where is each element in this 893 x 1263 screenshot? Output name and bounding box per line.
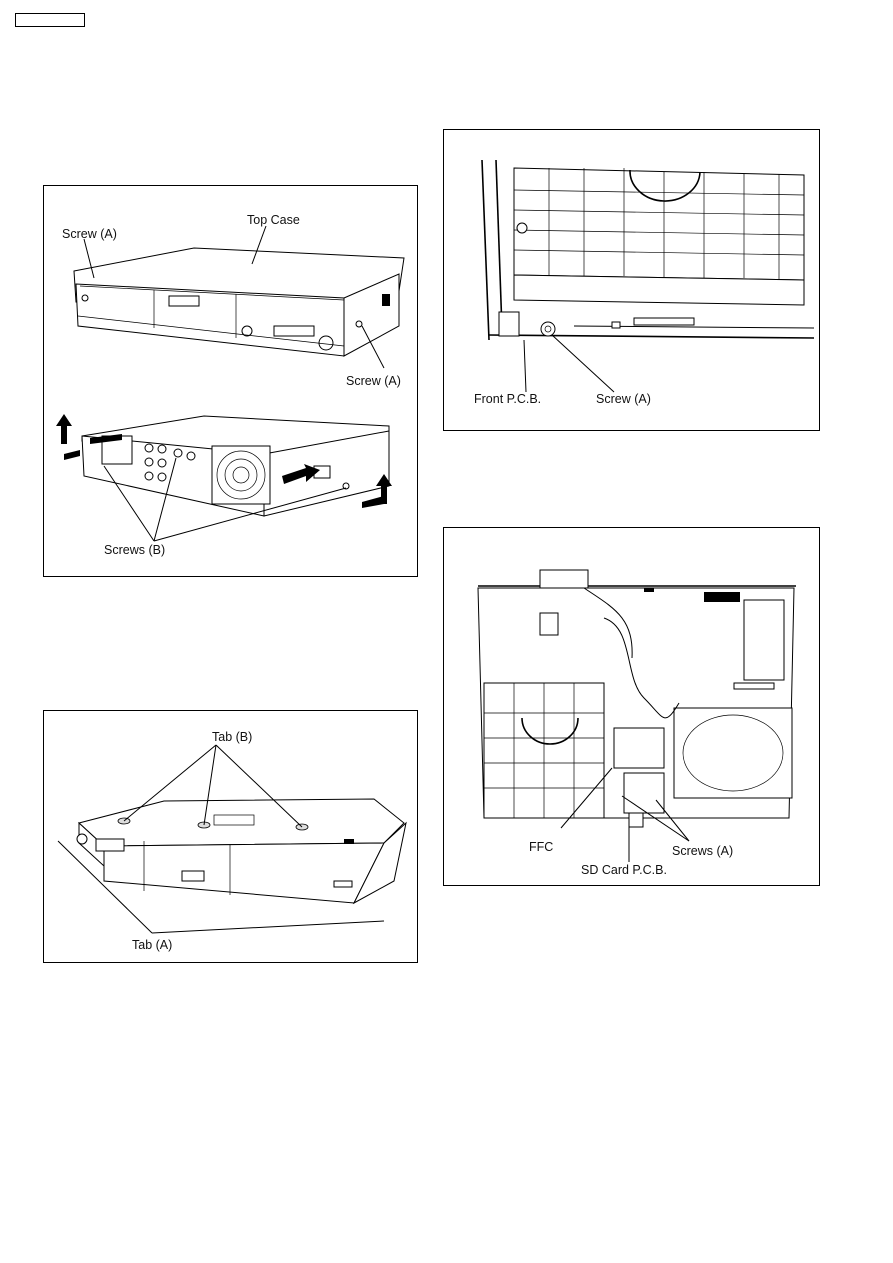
leader-screws-b-1	[103, 465, 155, 542]
leader-screw-a-left	[83, 238, 95, 279]
label-screw-a-left: Screw (A)	[62, 227, 117, 241]
label-screw-a-right: Screw (A)	[346, 374, 401, 388]
leader-top-case	[251, 225, 267, 265]
figure-front-panel-tabs: Tab (B) Tab (A)	[43, 710, 418, 963]
leader-tab-b-1	[123, 744, 217, 822]
arrow-up-right-icon	[376, 474, 392, 504]
label-tab-b: Tab (B)	[212, 730, 252, 744]
label-sd-card-pcb: SD Card P.C.B.	[581, 863, 667, 877]
leader-screw-a	[551, 334, 615, 393]
front-pcb-illustration: Front P.C.B. Screw (A)	[474, 159, 815, 406]
sd-card-pcb-illustration: FFC Screws (A) SD Card P.C.B.	[477, 569, 796, 877]
leader-screws-a-1	[621, 795, 690, 842]
page-number-box	[15, 13, 85, 27]
figure-front-pcb: Front P.C.B. Screw (A)	[443, 129, 820, 431]
leader-screw-a-right	[361, 325, 385, 369]
dvd-recorder-front-drawing	[73, 247, 405, 357]
arrow-up-left-icon	[56, 414, 72, 444]
front-panel-illustration: Tab (B) Tab (A)	[57, 730, 407, 952]
label-front-pcb: Front P.C.B.	[474, 392, 541, 406]
top-case-illustration: Screw (A) Top Case Screw (A)	[56, 213, 405, 557]
figure-sd-card-pcb: FFC Screws (A) SD Card P.C.B.	[443, 527, 820, 886]
main-chassis-drawing	[477, 569, 796, 828]
label-tab-a: Tab (A)	[132, 938, 172, 952]
leader-tab-a-1	[57, 840, 153, 934]
label-screws-a: Screws (A)	[672, 844, 733, 858]
label-top-case: Top Case	[247, 213, 300, 227]
label-screws-b: Screws (B)	[104, 543, 165, 557]
dvd-recorder-rear-drawing	[81, 415, 390, 517]
unit-bottom-view-drawing	[76, 798, 407, 905]
label-screw-a: Screw (A)	[596, 392, 651, 406]
label-ffc: FFC	[529, 840, 553, 854]
chassis-grid-drawing	[481, 159, 815, 341]
leader-ffc	[560, 767, 613, 829]
figure-top-case-removal: Screw (A) Top Case Screw (A)	[43, 185, 418, 577]
arrow-rear-icon	[282, 464, 320, 484]
leader-front-pcb	[523, 339, 527, 393]
